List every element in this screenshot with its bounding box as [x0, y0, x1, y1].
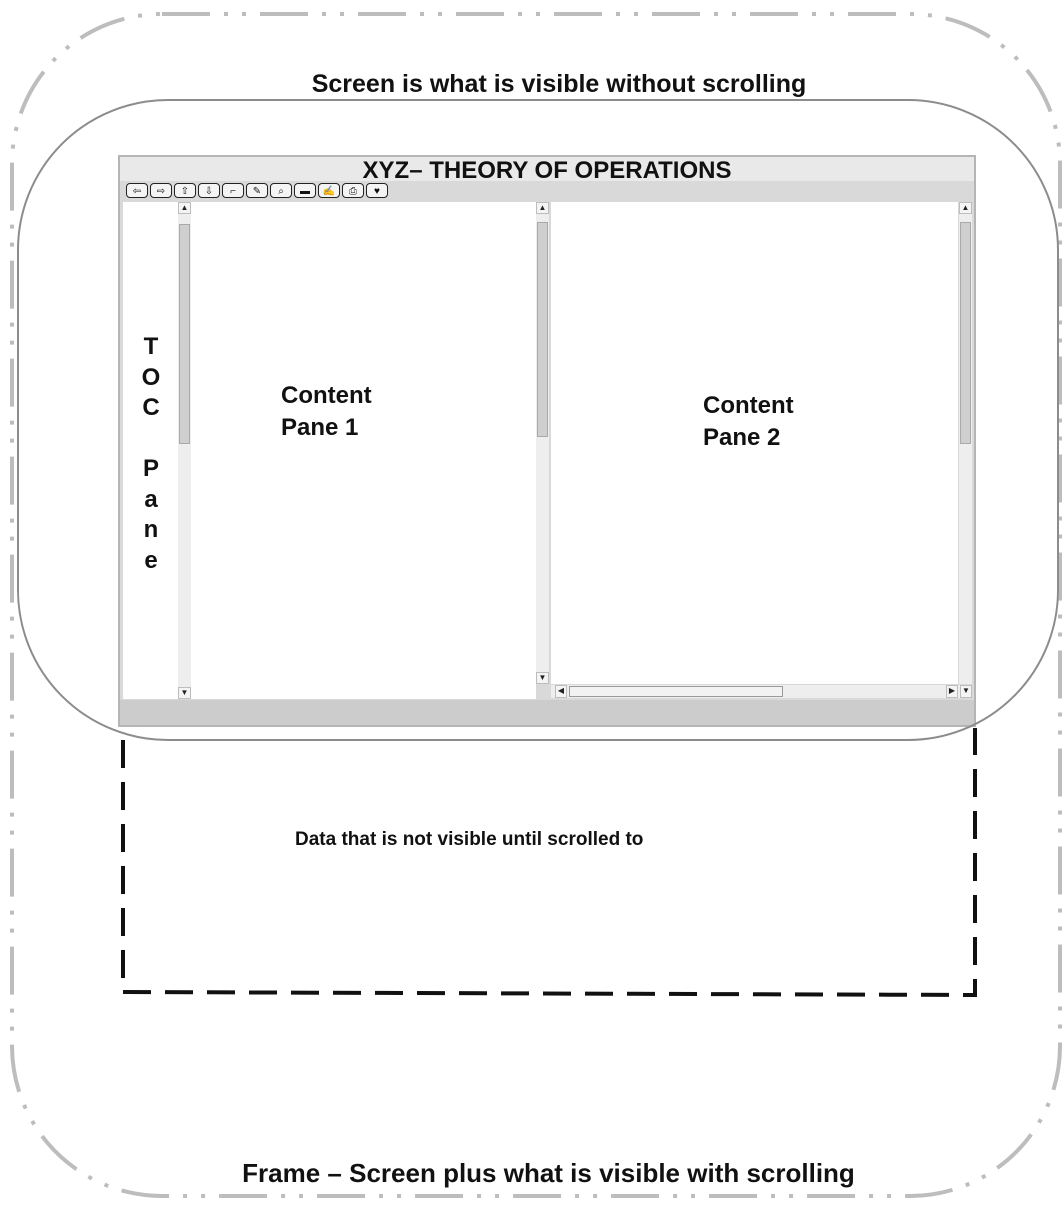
content-pane-2-horizontal-scrollbar[interactable]: ◀ ▶ ▼: [551, 685, 972, 698]
content-pane-1-label: Content Pane 1: [281, 380, 372, 444]
window-title: XYZ– THEORY OF OPERATIONS: [362, 157, 732, 184]
scroll-down-icon[interactable]: ▼: [960, 685, 972, 698]
help-icon[interactable]: ♥: [366, 183, 388, 198]
forward-icon[interactable]: ⇨: [150, 183, 172, 198]
scroll-region-outline: [121, 728, 977, 998]
toolbar: ⇦⇨⇧⇩⌐✎⌕▬✍⎙♥: [126, 183, 388, 199]
scroll-up-icon[interactable]: ▲: [959, 202, 972, 214]
content-pane-1-label-line2: Pane 1: [281, 414, 359, 441]
content-pane-1-scroll-thumb[interactable]: [537, 222, 548, 437]
content-pane-1-label-line1: Content: [281, 382, 372, 409]
scroll-left-icon[interactable]: ◀: [555, 685, 567, 698]
down-icon[interactable]: ⇩: [198, 183, 220, 198]
toc-vertical-scrollbar[interactable]: ▲ ▼: [178, 202, 191, 699]
status-bar: [120, 700, 974, 725]
scroll-right-icon[interactable]: ▶: [946, 685, 958, 698]
bookmark-icon[interactable]: ⌐: [222, 183, 244, 198]
scroll-down-icon[interactable]: ▼: [178, 687, 191, 699]
search-icon[interactable]: ⌕: [270, 183, 292, 198]
toc-scroll-thumb[interactable]: [179, 224, 190, 444]
note-icon[interactable]: ✍: [318, 183, 340, 198]
up-icon[interactable]: ⇧: [174, 183, 196, 198]
content-pane-2-label: Content Pane 2: [703, 390, 794, 454]
frame-outline: [10, 12, 1062, 1198]
content-pane-1-vertical-scrollbar[interactable]: ▲ ▼: [536, 202, 549, 684]
content-pane-2-label-line1: Content: [703, 392, 794, 419]
content-pane-1[interactable]: Content Pane 1: [193, 202, 536, 699]
content-pane-2-vertical-scrollbar[interactable]: ▲: [959, 202, 972, 684]
edit-icon[interactable]: ✎: [246, 183, 268, 198]
scroll-up-icon[interactable]: ▲: [536, 202, 549, 214]
back-icon[interactable]: ⇦: [126, 183, 148, 198]
toc-pane-label: T O C P a n e: [141, 333, 161, 574]
frame-caption: Frame – Screen plus what is visible with…: [242, 1158, 855, 1188]
scroll-up-icon[interactable]: ▲: [178, 202, 191, 214]
scroll-down-icon[interactable]: ▼: [536, 672, 549, 684]
content-pane-2-scroll-thumb[interactable]: [960, 222, 971, 444]
display-icon[interactable]: ▬: [294, 183, 316, 198]
screen-caption: Screen is what is visible without scroll…: [311, 70, 807, 98]
print-icon[interactable]: ⎙: [342, 183, 364, 198]
content-pane-2[interactable]: Content Pane 2: [551, 202, 958, 684]
content-pane-2-label-line2: Pane 2: [703, 424, 781, 451]
content-pane-2-hscroll-thumb[interactable]: [569, 686, 783, 697]
app-window: XYZ– THEORY OF OPERATIONS ⇦⇨⇧⇩⌐✎⌕▬✍⎙♥ T …: [118, 155, 976, 727]
scroll-region-caption: Data that is not visible until scrolled …: [295, 829, 644, 850]
